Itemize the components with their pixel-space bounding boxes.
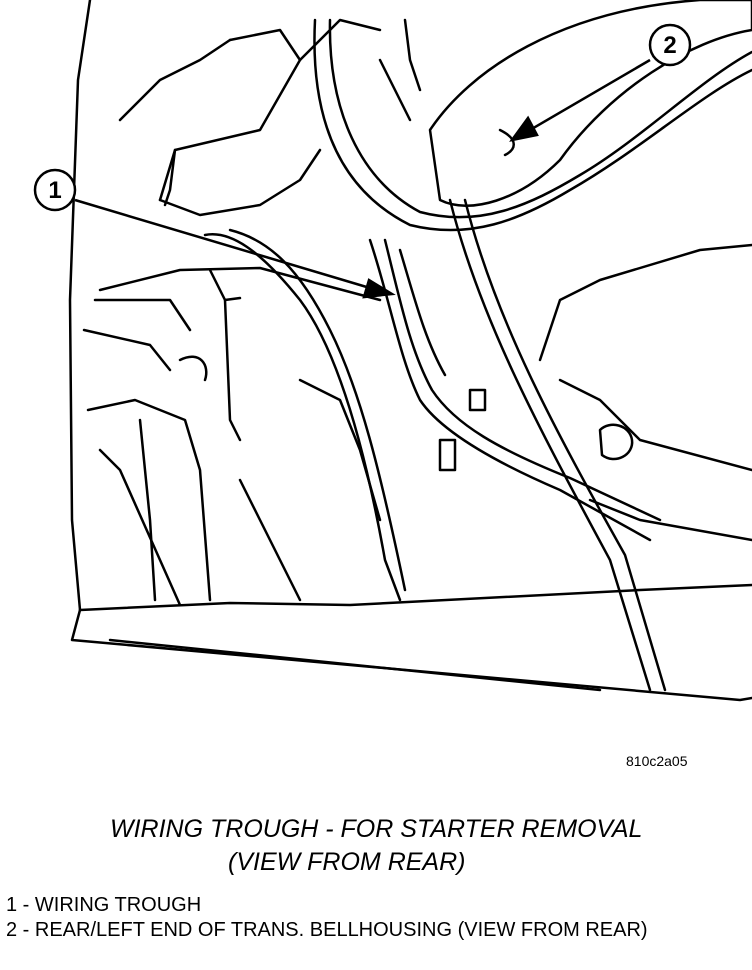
upper-hose-loop bbox=[313, 18, 752, 232]
legend-item-1: 1 - WIRING TROUGH bbox=[6, 894, 202, 916]
legend-item-2: 2 - REAR/LEFT END OF TRANS. BELLHOUSING … bbox=[6, 919, 648, 941]
callout-2-leader bbox=[529, 58, 651, 132]
legend: 1 - WIRING TROUGH 2 - REAR/LEFT END OF T… bbox=[6, 893, 726, 943]
callout-1-leader bbox=[74, 198, 371, 290]
callout-1-circle bbox=[33, 168, 77, 212]
engine-compartment-illustration: 1 2 bbox=[33, 0, 752, 702]
left-frame-rail bbox=[68, 0, 92, 612]
figure-id: 810c2a05 bbox=[626, 753, 688, 769]
callout-2-circle bbox=[648, 23, 692, 67]
lower-body-panel bbox=[78, 583, 752, 612]
callout-2-arrowhead bbox=[509, 115, 539, 142]
upper-housing bbox=[158, 18, 382, 202]
wiring-trough bbox=[368, 238, 652, 542]
figure-title-line1: WIRING TROUGH - FOR STARTER REMOVAL bbox=[110, 815, 643, 843]
bellhousing bbox=[428, 0, 752, 207]
callout-1-arrowhead bbox=[362, 278, 396, 299]
figure-title-line2: (VIEW FROM REAR) bbox=[228, 848, 466, 876]
callout-2-number: 2 bbox=[663, 32, 676, 59]
callout-1-number: 1 bbox=[48, 177, 61, 204]
brake-line bbox=[448, 198, 652, 692]
